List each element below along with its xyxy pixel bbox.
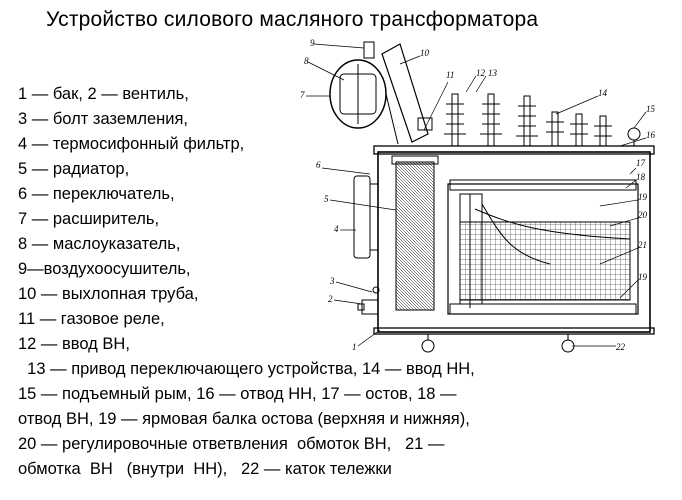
callout-17: 17 — [636, 158, 646, 168]
callout-labels: 9 8 7 10 11 12 13 14 15 16 6 5 4 3 2 1 1… — [300, 38, 656, 352]
legend-item-8: 8 — маслоуказатель, — [18, 235, 181, 253]
page-title: Устройство силового масляного трансформа… — [46, 8, 539, 31]
legend-item-4: 4 — термосифонный фильтр, — [18, 135, 245, 153]
transformer-drawing: 9 8 7 10 11 12 13 14 15 16 6 5 4 3 2 1 1… — [300, 38, 656, 353]
legend-item-1-2: 1 — бак, 2 — вентиль, — [18, 85, 189, 103]
legend-item-15-18: 15 — подъемный рым, 16 — отвод НН, 17 — … — [18, 385, 457, 403]
callout-16: 16 — [646, 130, 656, 140]
legend-item-18-19: отвод ВН, 19 — ярмовая балка остова (вер… — [18, 410, 470, 428]
legend-item-7: 7 — расширитель, — [18, 210, 160, 228]
leader-lines — [306, 43, 647, 347]
callout-7: 7 — [300, 90, 305, 100]
callout-5: 5 — [324, 194, 329, 204]
legend-item-11: 11 — газовое реле, — [18, 310, 165, 328]
core-and-windings — [447, 179, 639, 315]
callout-13: 13 — [488, 68, 498, 78]
callout-15: 15 — [646, 104, 656, 114]
legend-item-21-22: обмотка ВН (внутри НН), 22 — каток тележ… — [18, 460, 392, 478]
callout-20: 20 — [638, 210, 648, 220]
lv-bushings — [546, 111, 612, 146]
callout-3: 3 — [329, 276, 335, 286]
legend-item-10: 10 — выхлопная труба, — [18, 285, 199, 303]
callout-10: 10 — [420, 48, 430, 58]
legend-item-12: 12 — ввод ВН, — [18, 335, 130, 353]
legend-item-6: 6 — переключатель, — [18, 185, 175, 203]
legend-item-13-14: 13 — привод переключающего устройства, 1… — [18, 360, 475, 378]
trolley-rollers — [421, 334, 575, 353]
callout-11: 11 — [446, 70, 454, 80]
callout-9: 9 — [310, 38, 315, 48]
callout-2: 2 — [328, 294, 333, 304]
callout-8: 8 — [304, 56, 309, 66]
legend-item-5: 5 — радиатор, — [18, 160, 130, 178]
tank — [373, 145, 655, 335]
callout-18: 18 — [636, 172, 646, 182]
callout-6: 6 — [316, 160, 321, 170]
callout-1: 1 — [352, 342, 357, 352]
callout-19: 19 — [638, 192, 648, 202]
exhaust-pipe — [381, 43, 429, 143]
callout-4: 4 — [334, 224, 339, 234]
callout-19b: 19 — [638, 272, 648, 282]
callout-14: 14 — [598, 88, 608, 98]
legend-item-20-21: 20 — регулировочные ответвления обмоток … — [18, 435, 445, 453]
callout-12: 12 — [476, 68, 486, 78]
legend-item-3: 3 — болт заземления, — [18, 110, 188, 128]
thermosiphon-filter — [353, 175, 378, 259]
callout-22: 22 — [616, 342, 626, 352]
gas-relay — [417, 117, 433, 131]
hv-bushings — [444, 93, 538, 146]
legend-item-9: 9—воздухоосушитель, — [18, 260, 191, 278]
callout-21: 21 — [638, 240, 647, 250]
valve — [357, 299, 379, 315]
radiator — [391, 155, 439, 311]
earthing-bolt — [372, 286, 380, 294]
conservator — [329, 41, 399, 145]
